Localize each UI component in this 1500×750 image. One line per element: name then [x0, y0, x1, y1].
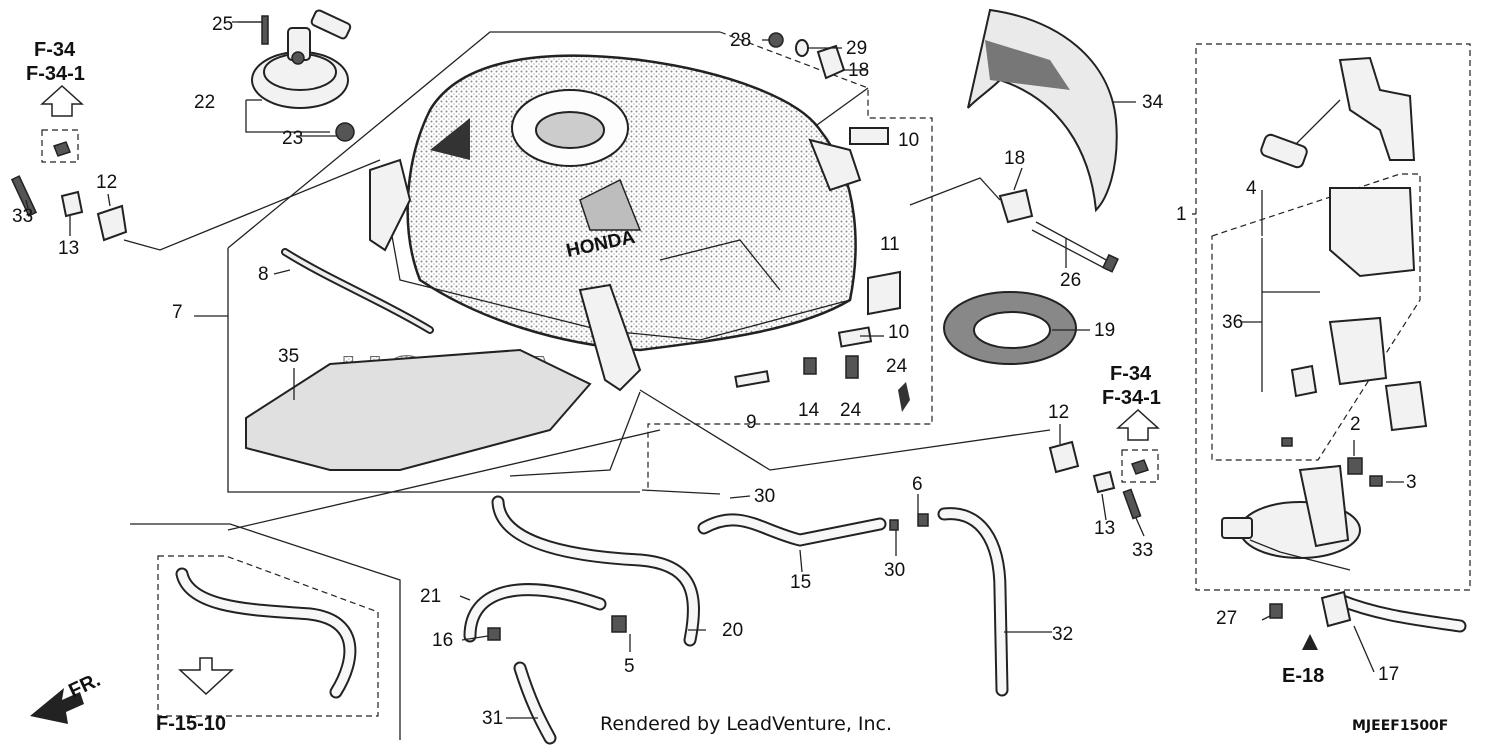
label-part-7: 7: [172, 302, 183, 323]
label-part-36: 36: [1222, 312, 1243, 333]
label-part-33-left: 33: [12, 206, 33, 227]
label-part-14: 14: [798, 400, 820, 421]
bolt-collar-left: [10, 175, 128, 242]
label-part-3: 3: [1406, 472, 1417, 493]
label-part-33-right: 33: [1132, 540, 1153, 561]
label-part-30-bottom: 30: [884, 560, 905, 581]
label-part-30-top: 30: [754, 486, 775, 507]
label-part-10-bottom: 10: [888, 322, 909, 343]
diagram-code: MJEEF1500F: [1352, 718, 1448, 734]
outline-lines: [123, 31, 1471, 740]
label-part-11: 11: [880, 234, 900, 255]
label-part-21: 21: [420, 586, 441, 607]
ref-bottom-right: E-18: [1282, 665, 1324, 687]
ref-top-left-1: F-34: [34, 39, 76, 61]
label-part-22: 22: [194, 92, 215, 113]
label-part-24-bottom: 24: [840, 400, 862, 421]
label-part-34: 34: [1142, 92, 1164, 113]
label-part-18-right: 18: [1004, 148, 1025, 169]
label-part-1: 1: [1176, 204, 1187, 225]
label-part-31: 31: [482, 708, 503, 729]
label-leaders: [25, 21, 1404, 719]
label-part-20: 20: [722, 620, 743, 641]
gasket-ring: [943, 291, 1077, 365]
label-part-23: 23: [282, 128, 303, 149]
label-part-15: 15: [790, 572, 811, 593]
label-part-8: 8: [258, 264, 269, 285]
ref-arrows: [30, 84, 1318, 724]
ref-mid-right-1: F-34: [1110, 363, 1152, 385]
damper-bolt-right: [998, 188, 1119, 273]
label-part-27: 27: [1216, 608, 1237, 629]
fuel-tank: HONDA: [369, 54, 862, 392]
ref-mid-right-2: F-34-1: [1102, 387, 1161, 409]
label-part-4: 4: [1246, 178, 1257, 199]
label-part-19: 19: [1094, 320, 1115, 341]
small-parts: [734, 127, 910, 412]
label-part-9: 9: [746, 412, 757, 433]
label-part-13-left: 13: [58, 238, 79, 259]
ref-bottom-left: F-15-10: [156, 713, 226, 735]
label-part-10-top: 10: [898, 130, 919, 151]
label-part-2: 2: [1350, 414, 1361, 435]
label-part-25: 25: [212, 14, 233, 35]
bolt-collar-right: [1048, 440, 1142, 520]
label-part-28: 28: [730, 30, 751, 51]
ref-top-left-2: F-34-1: [26, 63, 85, 85]
label-part-24-top: 24: [886, 356, 908, 377]
credit-text: Rendered by LeadVenture, Inc.: [600, 713, 892, 735]
label-part-16: 16: [432, 630, 453, 651]
label-part-6: 6: [912, 474, 923, 495]
fuel-cap-assembly: [251, 9, 355, 142]
pump-base-plate: [1221, 464, 1361, 619]
label-part-35: 35: [278, 346, 299, 367]
label-part-26: 26: [1060, 270, 1081, 291]
damper-parts-top: [768, 32, 846, 80]
label-part-5: 5: [624, 656, 635, 677]
tank-pad: [245, 348, 592, 471]
label-part-12-left: 12: [96, 172, 117, 193]
label-part-32: 32: [1052, 624, 1073, 645]
fuel-pump-assembly: [1260, 56, 1428, 487]
label-part-29: 29: [846, 38, 867, 59]
label-part-12-right: 12: [1048, 402, 1069, 423]
label-part-13-right: 13: [1094, 518, 1115, 539]
part-labels: 1 2 3 4 5 6 7 8 9 10 10 11 12 12 13 13 1…: [12, 14, 1417, 729]
hoses: [175, 495, 1009, 745]
tank-cover: [967, 8, 1118, 213]
label-part-17: 17: [1378, 664, 1399, 685]
reference-labels: F-34 F-34-1 F-34 F-34-1 F-15-10 E-18 FR.: [26, 39, 1324, 735]
